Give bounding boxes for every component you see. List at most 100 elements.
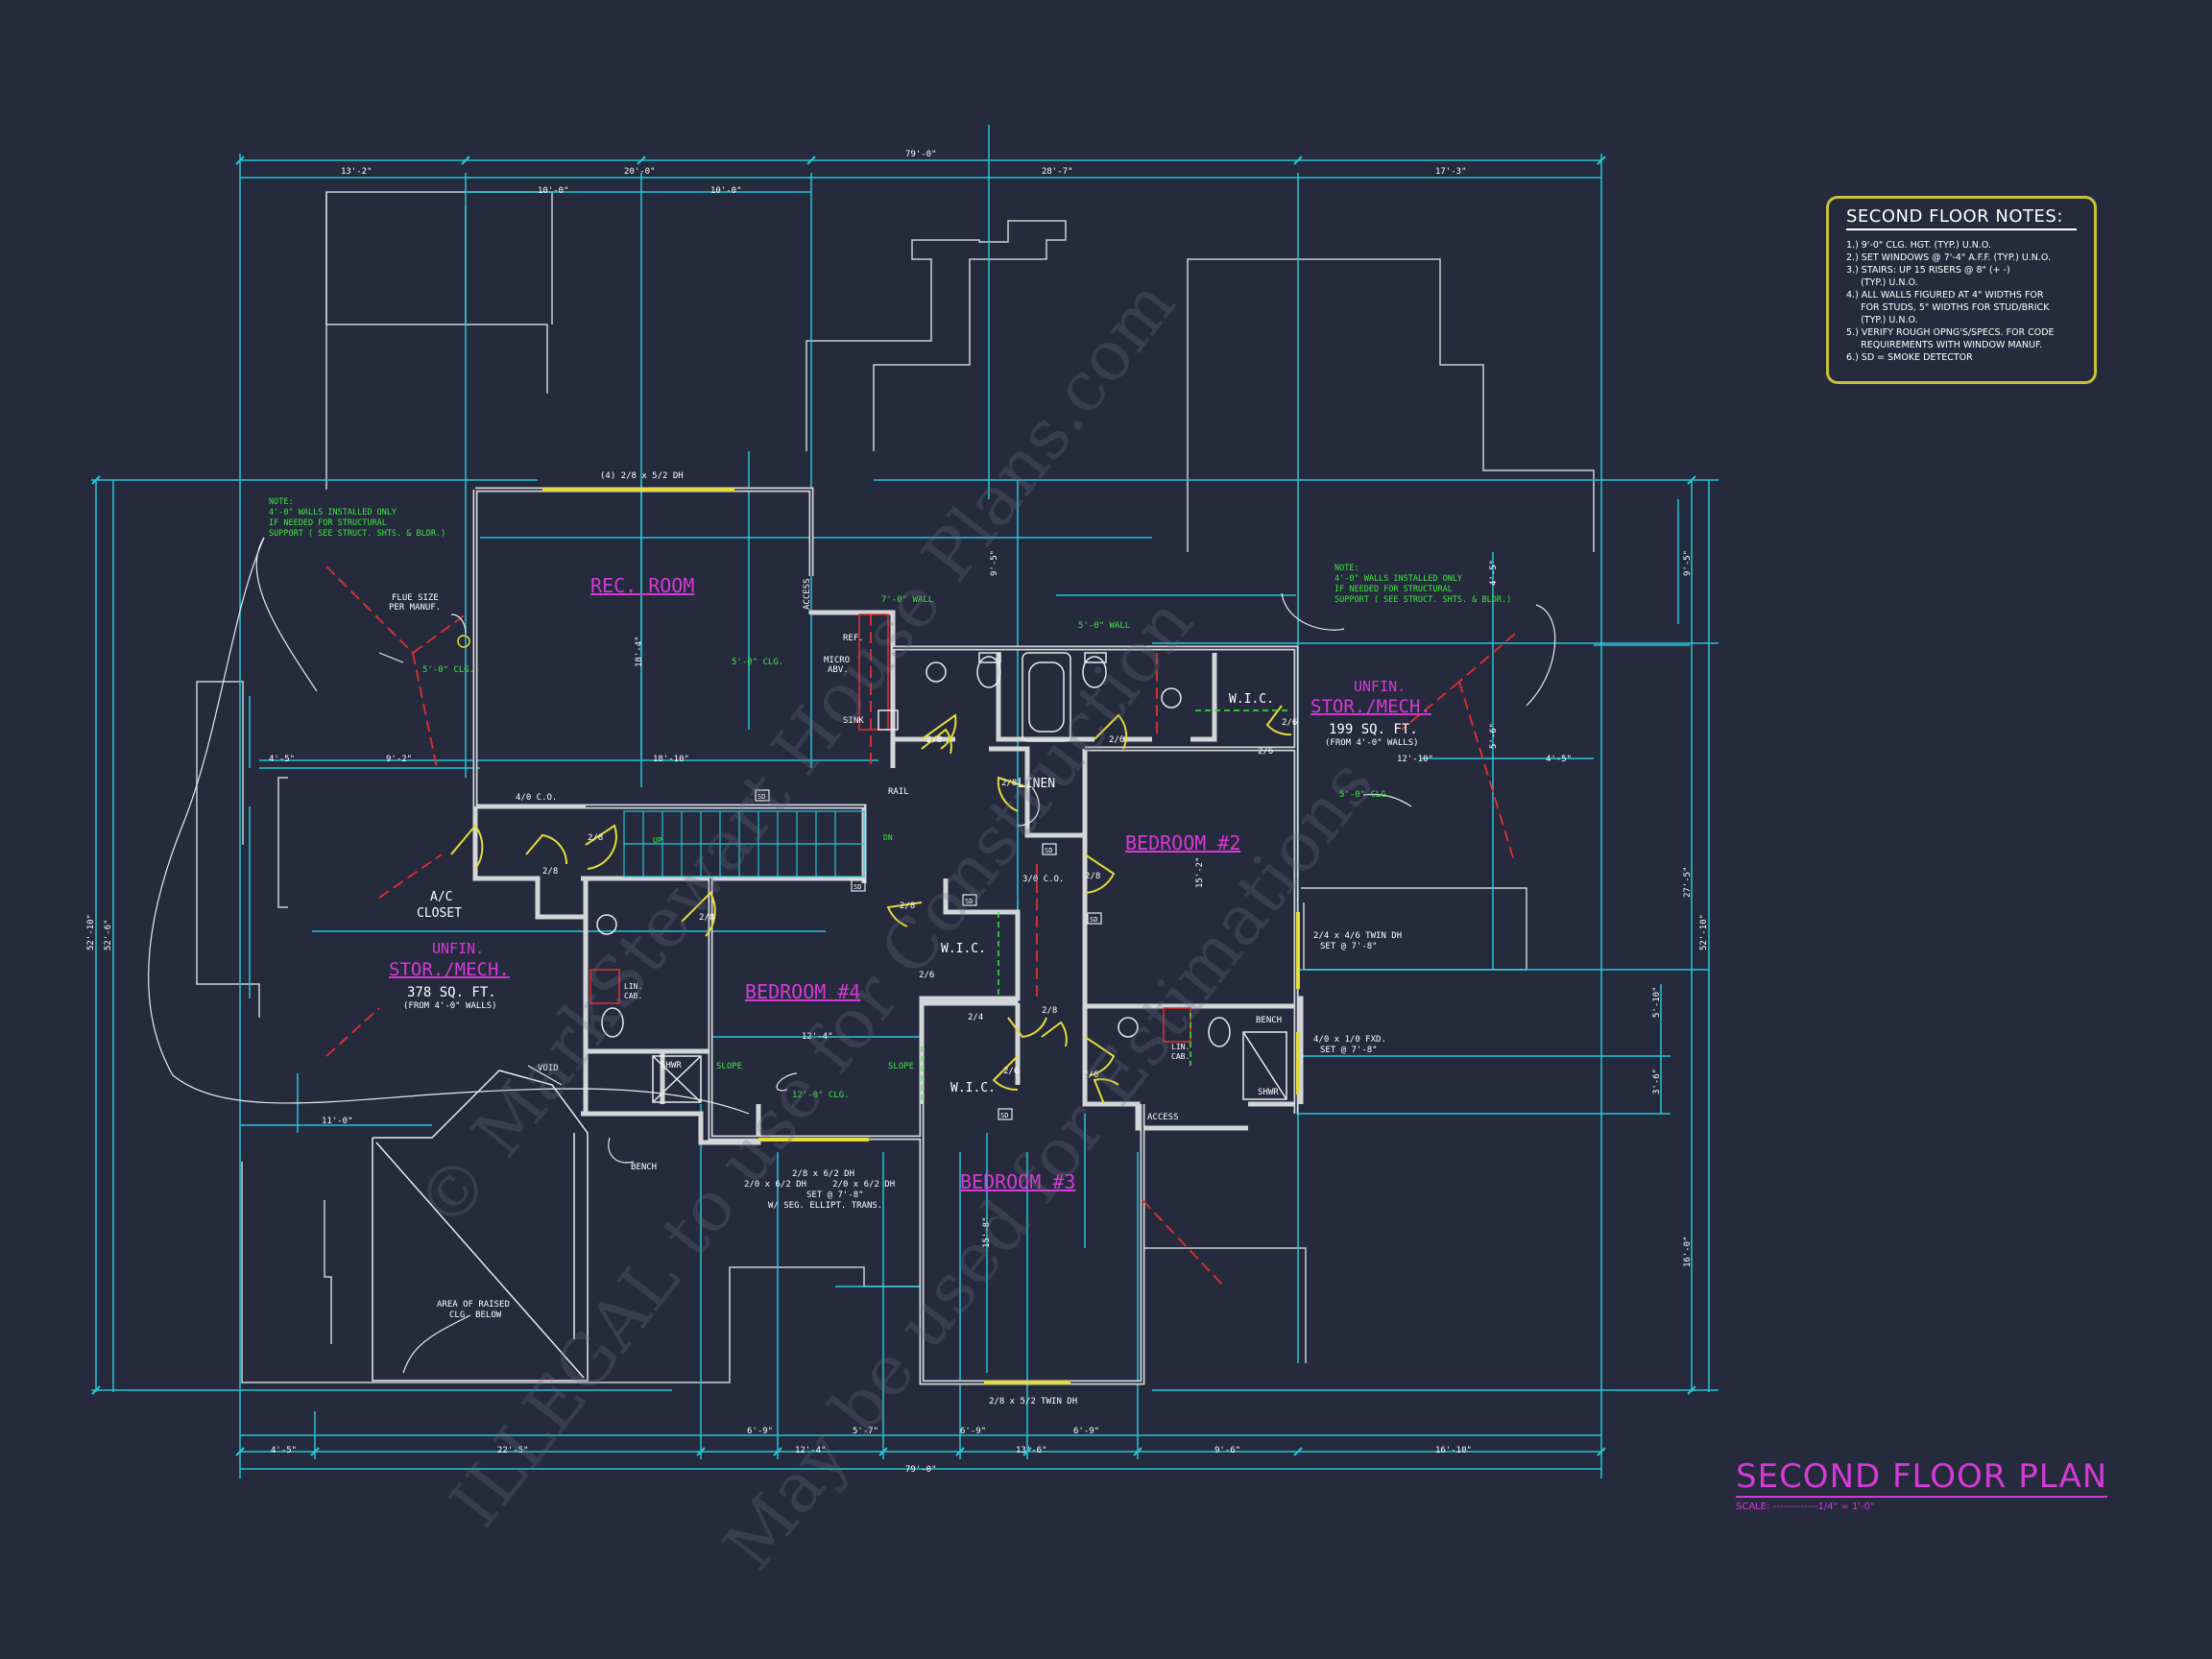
window-bed4-2: 2/0 x 6/2 DH 2/0 x 6/2 DH: [744, 1180, 895, 1190]
micro-2: ABV.: [828, 665, 849, 675]
dim-overall-bottom: 79'-0": [905, 1465, 937, 1475]
micro-1: MICRO: [824, 656, 850, 665]
dim-unfin-r-w: 12'-10": [1397, 755, 1433, 764]
slope-2: SLOPE: [888, 1062, 914, 1071]
raised-2: CLG. BELOW: [449, 1310, 502, 1320]
window-bath-2: SET @ 7'-8": [1320, 1046, 1378, 1055]
access-1: ACCESS: [803, 578, 812, 610]
room-bedroom-3: BEDROOM #3: [960, 1170, 1075, 1193]
door-label-10: 2/8: [900, 902, 915, 911]
raised-1: AREA OF RAISED: [437, 1300, 510, 1310]
room-unfin-left-1: UNFIN.: [432, 940, 484, 957]
room-unfin-right-sqft: 199 SQ. FT.: [1329, 722, 1418, 737]
dim-top-4: 17'-3": [1435, 167, 1467, 177]
room-wic-2: W.I.C.: [941, 942, 986, 956]
dim-bot-9: 9'-6": [1214, 1446, 1240, 1455]
dim-right-6: 3'-6": [1652, 1069, 1662, 1094]
slope-1: SLOPE: [716, 1062, 742, 1071]
room-rec-room: REC. ROOM: [590, 574, 694, 597]
note-item: (TYP.) U.N.O.: [1846, 277, 1918, 288]
leader-lines: [148, 537, 1556, 1374]
plan-title-block: SECOND FLOOR PLAN SCALE: -------------1/…: [1736, 1457, 2108, 1512]
note-item: (TYP.) U.N.O.: [1846, 315, 1918, 325]
door-label-5: 2/6: [1109, 735, 1124, 745]
note-left-4: SUPPORT ( SEE STRUCT. SHTS. & BLDR.): [269, 529, 445, 539]
note-item: 3.) STAIRS: UP 15 RISERS @ 8" (+ -): [1846, 265, 2010, 276]
void-label: VOID: [538, 1064, 559, 1073]
raised-ceiling-area: [372, 1070, 589, 1382]
dim-bot-6: 6'-9": [960, 1427, 986, 1436]
dim-bed2-h: 15'-2": [1195, 856, 1205, 888]
stairs: [623, 810, 865, 878]
dim-bed3-h: 15'-8": [982, 1216, 992, 1248]
window-bed4-4: W/ SEG. ELLIPT. TRANS.: [768, 1201, 882, 1211]
door-label-12: 2/8: [1042, 1006, 1057, 1016]
clg-bed4: 12'-0" CLG.: [792, 1091, 850, 1100]
note-item: REQUIREMENTS WITH WINDOW MANUF.: [1846, 340, 2043, 350]
co-1: 4/0 C.O.: [516, 793, 557, 803]
bench-1: BENCH: [1256, 1016, 1282, 1025]
room-unfin-right-2: STOR./MECH.: [1310, 696, 1431, 717]
sd-label-1: SD: [757, 793, 765, 801]
lin-cab-2: CAB.: [624, 992, 642, 1000]
note-item: 1.) 9'-0" CLG. HGT. (TYP.) U.N.O.: [1846, 240, 1992, 251]
shwr-2: SHWR: [1258, 1088, 1279, 1097]
note-right-2: 4'-0" WALLS INSTALLED ONLY: [1334, 574, 1462, 584]
room-bedroom-2: BEDROOM #2: [1125, 831, 1240, 854]
room-unfin-left-sqft: 378 SQ. FT.: [407, 985, 496, 1000]
door-label-1: 2/8: [588, 833, 603, 843]
flue-1: FLUE SIZE: [392, 593, 439, 603]
door-label-6: 2/6: [1282, 718, 1297, 728]
room-unfin-right-1: UNFIN.: [1354, 678, 1406, 695]
door-label-15: 2/4: [968, 1013, 983, 1022]
room-unfin-left-note: (FROM 4'-0" WALLS): [403, 1001, 497, 1011]
dim-bed4-w: 12'-4": [802, 1032, 833, 1042]
dim-bot-1: 4'-5": [271, 1446, 297, 1455]
dim-left-overall-2: 52'-6": [104, 919, 113, 950]
dim-overall-top: 79'-0": [905, 150, 937, 159]
window-bed3: 2/8 x 5/2 TWIN DH: [989, 1397, 1077, 1407]
stair-dn: DN: [883, 833, 893, 842]
shwr-1: SHWR: [661, 1061, 682, 1070]
window-top-label: (4) 2/8 x 5/2 DH: [600, 471, 684, 481]
window-bed2-2: SET @ 7'-8": [1320, 942, 1378, 951]
door-label-9: 2/8: [1085, 872, 1100, 881]
note-left-1: NOTE:: [269, 497, 294, 507]
dim-top-sub-2: 10'-0": [710, 186, 742, 196]
sd-label-3: SD: [965, 898, 973, 905]
room-wic-1: W.I.C.: [1229, 692, 1274, 707]
stair-up: UP: [653, 836, 662, 845]
dim-top-sub-1: 10'-0": [538, 186, 569, 196]
dim-right-7: 9'-5": [990, 550, 999, 576]
dim-right-4: 16'-0": [1683, 1236, 1693, 1267]
watermark: © MarkStewart House Plans.com ILLEGAL to…: [400, 264, 1389, 1584]
sd-label-4: SD: [1045, 847, 1052, 854]
dim-top-3: 28'-7": [1042, 167, 1073, 177]
note-right-3: IF NEEDED FOR STRUCTURAL: [1334, 585, 1453, 594]
notes-list: 1.) 9'-0" CLG. HGT. (TYP.) U.N.O. 2.) SE…: [1846, 239, 2055, 364]
dim-right-overall-1: 52'-10": [1699, 914, 1709, 950]
room-unfin-left-2: STOR./MECH.: [389, 959, 510, 980]
dim-unfin-r-w2: 4'-5": [1546, 755, 1572, 764]
dim-left-4-5: 4'-5": [269, 755, 295, 764]
cabinetry: [589, 613, 1191, 1043]
door-label-3: 2/8: [699, 913, 714, 923]
door-label-8: 2/8: [1001, 779, 1017, 788]
dim-left-11-0: 11'-0": [322, 1117, 353, 1126]
room-wic-3: W.I.C.: [950, 1081, 996, 1095]
door-label-13: 2/6: [1003, 1067, 1019, 1076]
dim-right-9: 5'-6": [1489, 723, 1499, 749]
second-floor-notes-panel: SECOND FLOOR NOTES: 1.) 9'-0" CLG. HGT. …: [1826, 196, 2097, 384]
plumbing-fixtures: [457, 635, 1287, 1103]
dim-top-1: 13'-2": [341, 167, 373, 177]
dim-bot-5: 5'-7": [853, 1427, 878, 1436]
room-unfin-right-note: (FROM 4'-0" WALLS): [1325, 738, 1419, 748]
dim-top-2: 20'-0": [624, 167, 656, 177]
room-bedroom-4: BEDROOM #4: [745, 980, 860, 1003]
room-wic-4: W.I.C.: [941, 1046, 945, 1047]
ref-label: REF.: [843, 634, 864, 643]
note-right-1: NOTE:: [1334, 564, 1359, 573]
smoke-detectors: [755, 789, 1102, 1120]
dim-bot-10: 16'-10": [1435, 1446, 1472, 1455]
dim-bot-4: 12'-4": [795, 1446, 827, 1455]
